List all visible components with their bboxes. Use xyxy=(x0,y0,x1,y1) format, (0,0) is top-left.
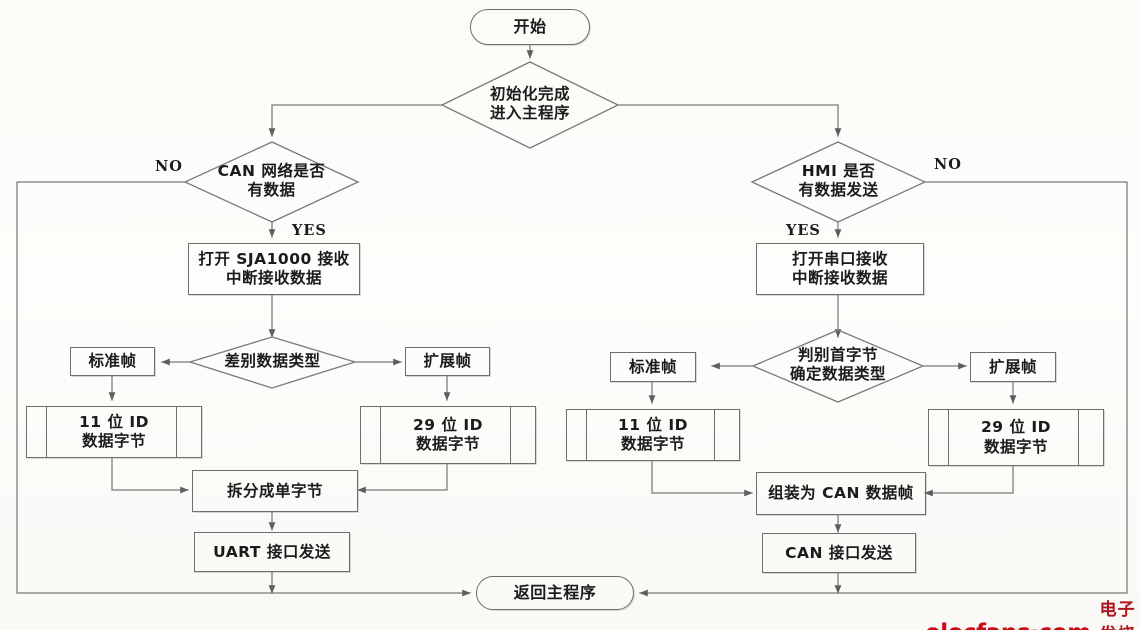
node-start[interactable]: 开始 xyxy=(470,9,590,45)
node-id11-right[interactable]: 11 位 ID 数据字节 xyxy=(566,408,740,462)
node-init-decision[interactable]: 初始化完成 进入主程序 xyxy=(442,62,618,148)
node-start-label: 开始 xyxy=(513,17,547,37)
edge-label-can-no: NO xyxy=(155,158,183,175)
node-return-main[interactable]: 返回主程序 xyxy=(476,576,634,610)
node-ext-frame-right-label: 扩展帧 xyxy=(988,357,1037,376)
node-judge-first-byte-label: 判别首字节 确定数据类型 xyxy=(789,346,886,383)
node-split-bytes-label: 拆分成单字节 xyxy=(226,481,323,500)
node-open-uart-rx[interactable]: 打开串口接收 中断接收数据 xyxy=(756,243,924,295)
node-id11-left[interactable]: 11 位 ID 数据字节 xyxy=(26,405,202,459)
node-open-sja1000-label: 打开 SJA1000 接收 中断接收数据 xyxy=(198,250,350,287)
node-id11-left-label: 11 位 ID 数据字节 xyxy=(79,412,149,450)
node-can-decision[interactable]: CAN 网络是否 有数据 xyxy=(185,142,358,222)
node-std-frame-right-label: 标准帧 xyxy=(628,357,677,376)
node-assemble-can-frame[interactable]: 组装为 CAN 数据帧 xyxy=(756,472,926,515)
node-diff-type-decision[interactable]: 差别数据类型 xyxy=(190,337,355,388)
node-id29-right[interactable]: 29 位 ID 数据字节 xyxy=(928,408,1104,467)
node-init-decision-label: 初始化完成 进入主程序 xyxy=(489,85,570,122)
node-hmi-decision[interactable]: HMI 是否 有数据发送 xyxy=(752,142,925,222)
edge-label-hmi-no-text: NO xyxy=(934,156,962,173)
node-return-main-label: 返回主程序 xyxy=(513,583,597,603)
node-uart-send-label: UART 接口发送 xyxy=(213,542,331,561)
node-can-send-label: CAN 接口发送 xyxy=(785,543,893,562)
node-assemble-can-frame-label: 组装为 CAN 数据帧 xyxy=(768,484,914,503)
node-id29-right-label: 29 位 ID 数据字节 xyxy=(981,418,1051,456)
edge-label-can-yes: YES xyxy=(292,222,327,239)
edge-label-can-no-text: NO xyxy=(155,158,183,175)
node-hmi-decision-label: HMI 是否 有数据发送 xyxy=(798,162,879,199)
node-diff-type-label: 差别数据类型 xyxy=(224,352,321,371)
edge-label-hmi-yes: YES xyxy=(786,222,821,239)
node-ext-frame-left[interactable]: 扩展帧 xyxy=(405,347,490,376)
node-judge-first-byte-decision[interactable]: 判别首字节 确定数据类型 xyxy=(753,330,923,402)
node-ext-frame-left-label: 扩展帧 xyxy=(423,352,472,371)
node-id29-left-label: 29 位 ID 数据字节 xyxy=(413,415,483,453)
edge-label-hmi-yes-text: YES xyxy=(786,222,821,239)
edge-label-hmi-no: NO xyxy=(934,156,962,173)
node-uart-send[interactable]: UART 接口发送 xyxy=(194,532,350,572)
node-open-uart-rx-label: 打开串口接收 中断接收数据 xyxy=(791,250,888,287)
node-id29-left[interactable]: 29 位 ID 数据字节 xyxy=(360,405,536,465)
node-id11-right-label: 11 位 ID 数据字节 xyxy=(618,415,688,453)
node-std-frame-right[interactable]: 标准帧 xyxy=(610,352,696,382)
node-can-send[interactable]: CAN 接口发送 xyxy=(762,533,916,573)
node-ext-frame-right[interactable]: 扩展帧 xyxy=(970,352,1056,382)
node-split-bytes[interactable]: 拆分成单字节 xyxy=(192,470,358,512)
edge-label-can-yes-text: YES xyxy=(292,222,327,239)
node-open-sja1000[interactable]: 打开 SJA1000 接收 中断接收数据 xyxy=(188,243,360,295)
node-std-frame-left-label: 标准帧 xyxy=(88,352,137,371)
node-std-frame-left[interactable]: 标准帧 xyxy=(70,347,155,376)
node-can-decision-label: CAN 网络是否 有数据 xyxy=(217,162,326,199)
